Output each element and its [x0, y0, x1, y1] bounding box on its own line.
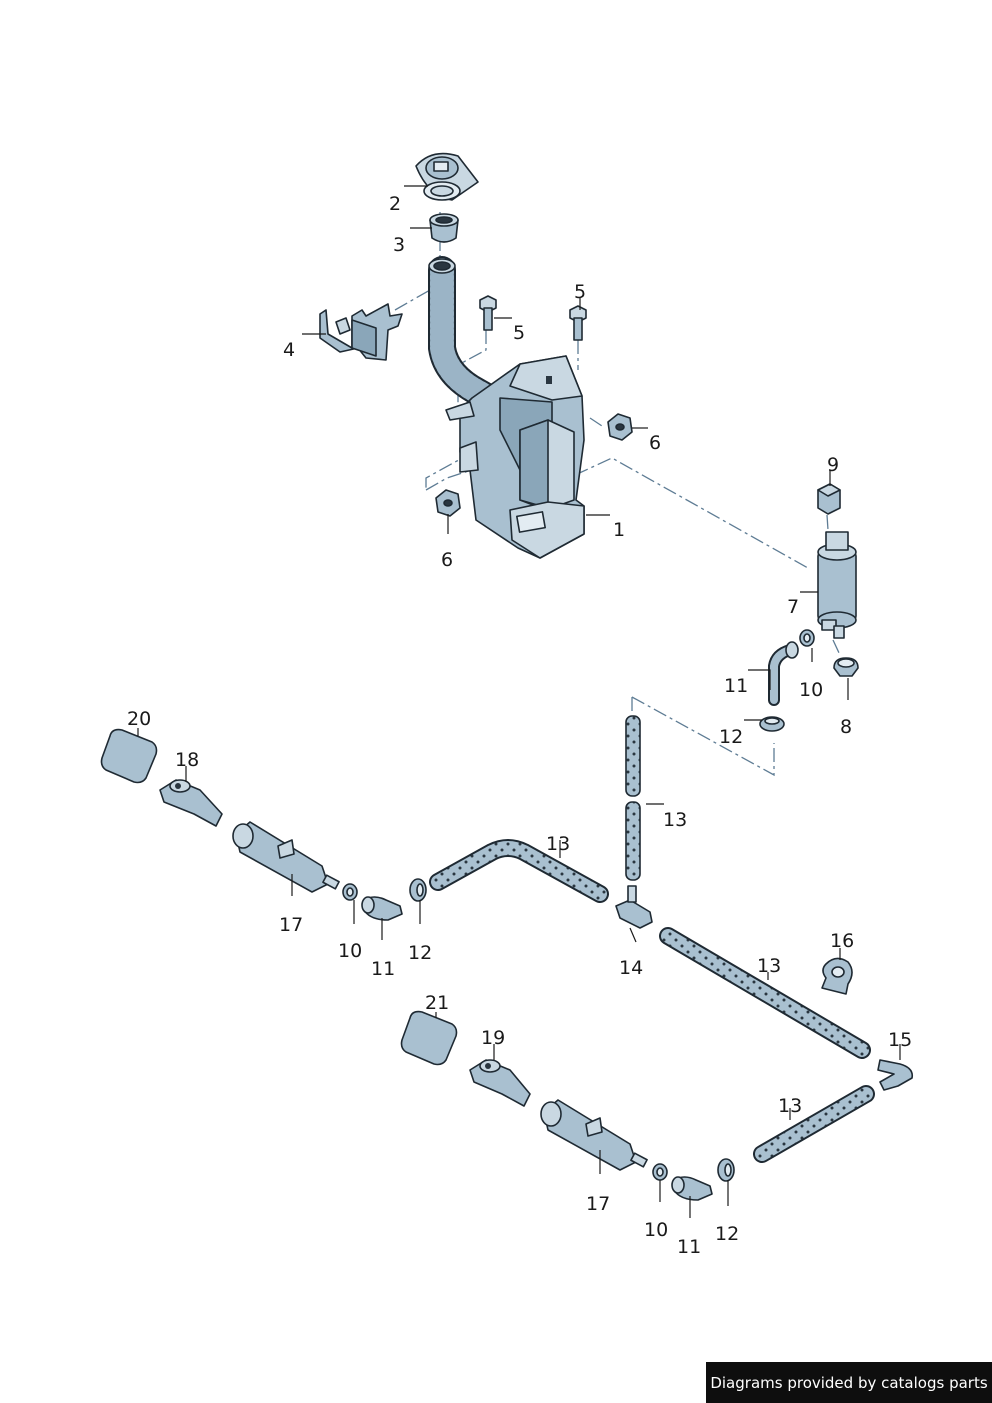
label-1: 1 [613, 519, 625, 541]
label-17b: 17 [586, 1193, 610, 1215]
credit-banner: Diagrams provided by catalogs parts [706, 1362, 992, 1403]
telescopic-cylinder-b [540, 1099, 648, 1171]
label-4: 4 [283, 339, 295, 361]
label-14: 14 [619, 957, 643, 979]
cover-cap-left [100, 728, 158, 784]
label-13d: 13 [778, 1095, 802, 1117]
label-15: 15 [888, 1029, 912, 1051]
label-6b: 6 [441, 549, 453, 571]
o-ring-c [652, 1163, 668, 1181]
label-12c: 12 [715, 1223, 739, 1245]
filler-sleeve [429, 213, 459, 243]
label-12a: 12 [719, 726, 743, 748]
assembly-dash-lines [394, 212, 841, 777]
filler-cap [415, 152, 479, 201]
label-19: 19 [481, 1027, 505, 1049]
hose-clamp-b [409, 878, 427, 902]
label-8: 8 [840, 716, 852, 738]
label-5a: 5 [513, 322, 525, 344]
label-20: 20 [127, 708, 151, 730]
hose-clamp-c [717, 1158, 735, 1182]
label-7: 7 [787, 596, 799, 618]
label-21: 21 [425, 992, 449, 1014]
hose-bent [429, 839, 609, 903]
label-16: 16 [830, 930, 854, 952]
telescopic-cylinder-a [232, 821, 340, 893]
elbow-connector-b [361, 896, 403, 921]
o-ring-b [342, 883, 358, 901]
hose-vertical-upper [625, 715, 641, 797]
hose-clip [821, 957, 853, 995]
label-10b: 10 [338, 940, 362, 962]
hose-lower-diagonal [753, 1085, 875, 1163]
washer-pump [817, 531, 857, 639]
label-13b: 13 [546, 833, 570, 855]
label-11b: 11 [371, 958, 395, 980]
washer-reservoir [445, 355, 585, 559]
part-labels: 1 2 3 4 5 5 6 6 7 8 9 10 10 10 11 11 11 … [127, 193, 912, 1258]
nut-b [435, 489, 461, 517]
label-10a: 10 [799, 679, 823, 701]
nozzle-right [469, 1059, 531, 1107]
hose-vertical-lower [625, 801, 641, 881]
filler-neck-hose [428, 256, 506, 414]
label-2: 2 [389, 193, 401, 215]
bracket [319, 303, 403, 361]
label-18: 18 [175, 749, 199, 771]
label-11c: 11 [677, 1236, 701, 1258]
label-11a: 11 [724, 675, 748, 697]
grommet [833, 657, 859, 677]
connector [817, 483, 841, 515]
label-10c: 10 [644, 1219, 668, 1241]
screw-b [569, 305, 587, 341]
label-5b: 5 [574, 281, 586, 303]
label-13c: 13 [757, 955, 781, 977]
label-6a: 6 [649, 432, 661, 454]
label-9: 9 [827, 454, 839, 476]
angle-connector [877, 1059, 914, 1091]
screw-a [479, 295, 497, 331]
label-12b: 12 [408, 942, 432, 964]
label-17a: 17 [279, 914, 303, 936]
elbow-connector-c [671, 1176, 713, 1201]
leader-lines [137, 185, 901, 1218]
hose-long-diagonal [659, 927, 871, 1059]
nozzle-left [159, 779, 223, 827]
label-13a: 13 [663, 809, 687, 831]
o-ring-a [799, 629, 815, 647]
nut-a [607, 413, 633, 441]
elbow-connector-a [768, 641, 799, 706]
hose-clamp-a [759, 716, 785, 732]
label-3: 3 [393, 234, 405, 256]
t-piece [615, 885, 653, 929]
cover-cap-right [400, 1010, 458, 1066]
